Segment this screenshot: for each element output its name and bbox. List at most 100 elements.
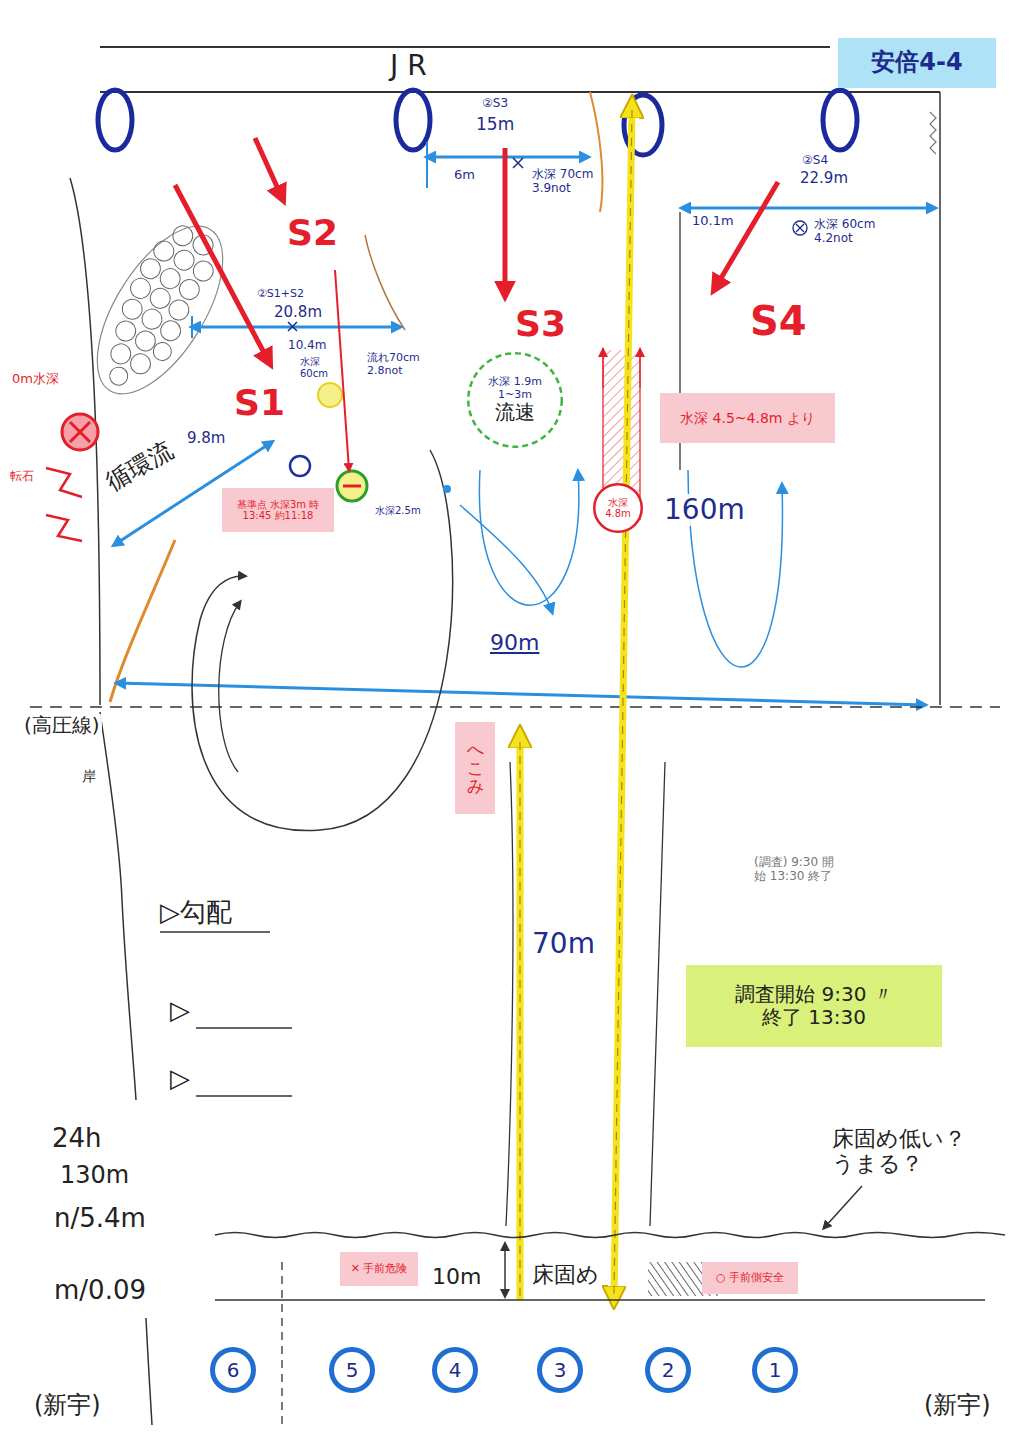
node-outline xyxy=(468,353,562,447)
bank-name: (新宇) xyxy=(32,1392,103,1420)
rock-mark xyxy=(46,468,82,497)
note-box: ✕ 手前危険 xyxy=(340,1252,418,1286)
river-data: 130m xyxy=(58,1162,131,1190)
section-label: S1 xyxy=(232,382,287,423)
measure-point xyxy=(793,221,807,235)
pier-number: 4 xyxy=(432,1347,478,1393)
point-mark xyxy=(443,485,451,493)
bridge-line xyxy=(100,46,830,48)
dimension-label: 10m xyxy=(430,1264,483,1289)
flow-arrow xyxy=(479,470,578,605)
node-outline xyxy=(435,1350,476,1391)
note-rule xyxy=(196,1027,292,1029)
node-text: 4 xyxy=(449,1359,462,1382)
node-text: 1 xyxy=(769,1359,782,1382)
rock xyxy=(106,364,131,389)
hazard-note: 0m水深 xyxy=(10,372,61,387)
point-mark xyxy=(318,383,342,407)
pier-number: 2 xyxy=(645,1347,691,1393)
weir-line xyxy=(215,1299,985,1301)
dimension-label: 22.9m xyxy=(798,170,850,187)
weir-line xyxy=(215,1233,1005,1238)
node-text: 調査開始 9:30 〃 終了 13:30 xyxy=(734,983,894,1029)
node-text: 2 xyxy=(662,1359,675,1382)
distance-label: 160m xyxy=(662,494,747,526)
pier-number: 5 xyxy=(329,1347,375,1393)
note-rule xyxy=(196,1095,292,1097)
power-line xyxy=(30,706,1000,708)
line-name: (高圧線) xyxy=(22,714,102,737)
distance-label: 70m xyxy=(530,928,597,960)
eddy-arrow xyxy=(192,450,453,831)
rock-outline xyxy=(72,206,247,414)
dimension-label: ②S1+S2 xyxy=(255,288,306,301)
point-mark xyxy=(337,471,367,501)
depth-circle: 水深 4.8m xyxy=(593,483,643,533)
rock-mark xyxy=(46,515,82,541)
section-line xyxy=(281,1262,282,1425)
survey-arrow xyxy=(503,148,508,296)
node-outline xyxy=(648,1350,689,1391)
measure-point xyxy=(513,158,523,168)
flow-label: 循環流 xyxy=(100,436,180,498)
note-box: へこみ xyxy=(455,722,495,814)
measure-note: 水深 60cm xyxy=(298,356,334,379)
measure-point xyxy=(288,322,297,331)
channel-line xyxy=(506,762,513,1226)
node-outline xyxy=(594,484,642,532)
hazard-mark xyxy=(62,414,98,450)
node-outline xyxy=(540,1350,581,1391)
river-data: m/0.09 xyxy=(52,1276,148,1306)
rock xyxy=(150,339,175,364)
question-note: 床固め低い？ うまる？ xyxy=(830,1126,984,1177)
measure-note: 水深 60cm 4.2not xyxy=(812,218,902,246)
node-text: 水深 4.5~4.8m より xyxy=(680,410,815,426)
dimension-label: ②S4 xyxy=(800,154,830,168)
note-box: 水深 4.5~4.8m より xyxy=(660,393,835,443)
rock xyxy=(165,296,193,324)
dimension-label: 6m xyxy=(452,168,477,183)
point-mark xyxy=(343,485,361,488)
rock xyxy=(146,285,174,313)
dimension-tick xyxy=(191,316,193,338)
dimension-label: 10.4m xyxy=(286,339,328,353)
bank-name: (新宇) xyxy=(922,1392,993,1420)
survey-arrow xyxy=(335,270,349,470)
note-item: ▷ xyxy=(168,1064,192,1094)
time-note: (調査) 9:30 開始 13:30 終了 xyxy=(752,856,844,884)
node-outline xyxy=(213,1350,254,1391)
bridge-line xyxy=(100,91,940,93)
pier-number: 1 xyxy=(752,1347,798,1393)
node-text: 6 xyxy=(227,1359,240,1382)
distance-arrow xyxy=(614,104,632,1300)
dimension-line xyxy=(192,326,400,329)
bank-line xyxy=(939,92,941,705)
node-text: 安倍4-4 xyxy=(871,49,962,77)
flow-arrow xyxy=(460,505,552,612)
survey-arrow xyxy=(714,182,778,290)
eddy-arrow xyxy=(219,602,240,772)
rock xyxy=(132,327,160,355)
schedule-box: 調査開始 9:30 〃 終了 13:30 xyxy=(686,965,942,1047)
note-item: ▷勾配 xyxy=(158,898,234,928)
dimension-label: 10.1m xyxy=(690,214,736,229)
node-text: ✕ 手前危険 xyxy=(351,1263,408,1276)
bank-line xyxy=(146,1318,152,1425)
point-mark xyxy=(290,456,310,476)
dimension-line xyxy=(504,1244,506,1296)
dimension-label: 20.8m xyxy=(272,304,324,321)
pier-number: 6 xyxy=(210,1347,256,1393)
pier-number: 3 xyxy=(537,1347,583,1393)
hazard-mark xyxy=(70,422,90,442)
river-data: n/5.4m xyxy=(52,1204,148,1234)
pier-symbol xyxy=(823,90,857,150)
dimension-tick xyxy=(426,142,428,188)
depth-circle: 水深 1.9m 1~3m流速 xyxy=(467,352,563,448)
dimension-label: 15m xyxy=(474,115,516,135)
deep-arrow xyxy=(639,350,640,388)
note-box: ○ 手前側安全 xyxy=(702,1262,798,1294)
measure-note: 流れ70cm 2.8not xyxy=(365,352,425,377)
